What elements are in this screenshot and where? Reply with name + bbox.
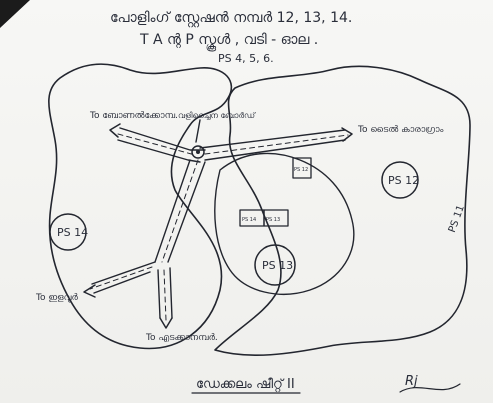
signature: Rj — [405, 374, 418, 389]
road-label-right: To ടൈൽ കാരാഗ്രാം — [357, 125, 444, 135]
photo-shadow — [0, 0, 30, 28]
room-box-ps13-label: PS 13 — [266, 217, 280, 223]
region-left-outline — [48, 63, 233, 350]
ps13-circle — [254, 244, 296, 286]
road-label-bottom-left: To ഇളവൂർ — [35, 293, 78, 303]
sheet-title: ഡേക്കലം ഷീറ്റ് II — [196, 377, 295, 392]
region-inner-outline — [214, 152, 355, 295]
road-label-top-left: To ബോണൽക്കോമ്പ. — [89, 111, 178, 121]
room-box-ps13 — [263, 209, 289, 227]
room-box-ps12 — [292, 157, 312, 179]
ps14-circle — [49, 213, 87, 251]
room-box-ps14-label: PS 14 — [242, 217, 256, 223]
ps14-label: PS 14 — [57, 226, 88, 239]
ps13-label: PS 13 — [262, 259, 293, 272]
region-right-outline — [214, 65, 471, 357]
direction-arrows — [83, 123, 353, 329]
junction-marker — [191, 145, 205, 159]
ps12-label: PS 12 — [388, 174, 419, 187]
junction-dot — [196, 150, 200, 154]
road-label-top-center: വളിച്ചൈന ബോർഡ് — [178, 111, 256, 120]
room-box-ps12-label: PS 12 — [294, 167, 308, 173]
header-line-3: PS 4, 5, 6. — [218, 52, 274, 65]
header-line-2: T A ന്റ P സ്കൂൾ , വടി - ഓല . — [139, 32, 318, 52]
ps11-label: PS 11 — [447, 204, 467, 234]
signature-flourish — [399, 383, 461, 393]
ps12-circle — [381, 161, 419, 199]
road-network — [89, 119, 349, 321]
road-label-bottom: To എടക്കാനമ്പർ. — [145, 333, 218, 343]
header-line-1: പോളിംഗ് സ്റ്റേഷൻ നമ്പർ 12, 13, 14. — [110, 10, 352, 28]
